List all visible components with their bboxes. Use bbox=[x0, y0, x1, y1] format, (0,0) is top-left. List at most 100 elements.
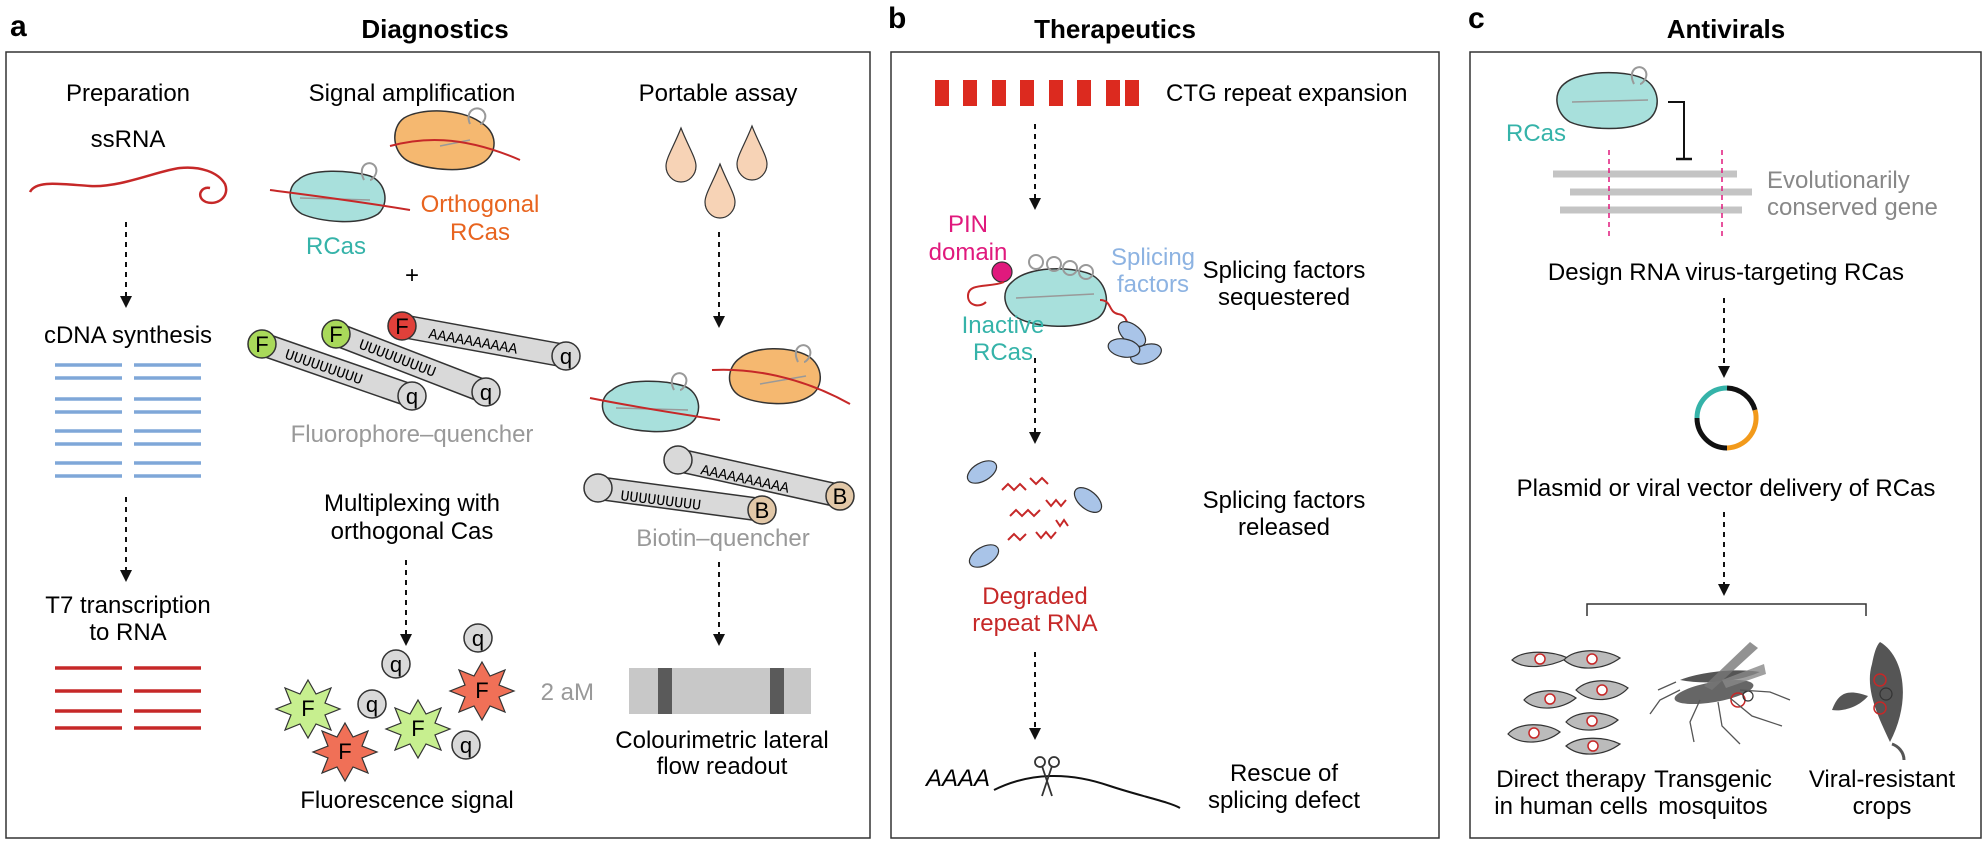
probe-c-quencher bbox=[397, 381, 427, 411]
degraded-label-2: repeat RNA bbox=[972, 610, 1097, 637]
biotin-probe-2 bbox=[583, 473, 777, 525]
inactive-label-2: RCas bbox=[973, 339, 1033, 366]
free-quencher-1 bbox=[381, 649, 411, 679]
probe-a-fluorophore bbox=[387, 311, 417, 341]
inactive-label-1: Inactive bbox=[962, 312, 1045, 339]
direct-therapy-label-1: Direct therapy bbox=[1496, 766, 1645, 793]
antiviral-rcas-label: RCas bbox=[1506, 120, 1566, 147]
human-cells-icon bbox=[1507, 650, 1629, 755]
portable-rcas-icon bbox=[589, 372, 721, 433]
rcas-label: RCas bbox=[306, 233, 366, 260]
free-quencher-3 bbox=[463, 623, 493, 653]
colourimetric-label-1: Colourimetric lateral bbox=[615, 727, 828, 754]
detection-limit-label: 2 aM bbox=[541, 679, 594, 706]
cell-nuclei bbox=[1528, 653, 1608, 752]
evolutionary-label-1: Evolutionarily bbox=[1767, 167, 1910, 194]
probe-b-q: q bbox=[480, 380, 492, 405]
probe-b-rod bbox=[324, 322, 498, 404]
conserved-gene-lines bbox=[1553, 170, 1752, 214]
evolutionary-label-2: conserved gene bbox=[1767, 194, 1938, 221]
panel-a-title: Diagnostics bbox=[361, 14, 508, 44]
plasmid-icon bbox=[1694, 385, 1759, 451]
degraded-rna-fragments bbox=[1001, 476, 1069, 542]
orthogonal-label-1: Orthogonal bbox=[421, 191, 540, 218]
green-star-1-F: F bbox=[301, 696, 314, 721]
panel-c-frame bbox=[1469, 51, 1982, 839]
crop-leaf-icon bbox=[1832, 642, 1906, 761]
rescue-label-1: Rescue of bbox=[1230, 760, 1338, 787]
probe-c-q: q bbox=[406, 384, 418, 409]
biotin-quencher-label: Biotin–quencher bbox=[636, 525, 809, 552]
fluorescence-label: Fluorescence signal bbox=[300, 787, 513, 814]
design-label: Design RNA virus-targeting RCas bbox=[1548, 259, 1904, 286]
probe-c-rod bbox=[250, 332, 424, 408]
probe-b-fluorophore bbox=[321, 319, 351, 349]
free-quencher-2 bbox=[357, 689, 387, 719]
application-bracket bbox=[1586, 603, 1867, 616]
plus-sign: + bbox=[405, 262, 419, 289]
red-star-1-F: F bbox=[475, 678, 488, 703]
probe-a-rod bbox=[390, 314, 578, 368]
inactive-rcas-complex bbox=[966, 254, 1162, 365]
rna-lines bbox=[55, 666, 201, 730]
panel-b-letter: b bbox=[888, 2, 906, 35]
red-star-1 bbox=[448, 660, 516, 722]
rcas-icon bbox=[269, 162, 411, 223]
panel-a-frame bbox=[5, 51, 871, 839]
t7-label-2: to RNA bbox=[89, 619, 166, 646]
biotin-probe-1 bbox=[663, 445, 855, 511]
probe-c-fluorophore bbox=[247, 329, 277, 359]
released-label-2: released bbox=[1238, 514, 1330, 541]
panel-c-title: Antivirals bbox=[1667, 14, 1786, 44]
probe-a-F: F bbox=[395, 314, 408, 339]
pin-label-2: domain bbox=[929, 239, 1008, 266]
signal-amp-heading: Signal amplification bbox=[309, 80, 516, 107]
sequestered-label-1: Splicing factors bbox=[1203, 257, 1366, 284]
mosquito-icon bbox=[1649, 642, 1791, 745]
portable-orthogonal-rcas-icon bbox=[711, 344, 851, 405]
free-quencher-3-q: q bbox=[472, 626, 484, 651]
panel-a-letter: a bbox=[10, 10, 27, 43]
pin-label-1: PIN bbox=[948, 211, 988, 238]
panel-b-frame bbox=[890, 51, 1440, 839]
plasmid-label: Plasmid or viral vector delivery of RCas bbox=[1517, 475, 1936, 502]
inhibition-line bbox=[1668, 101, 1685, 159]
cdna-lines bbox=[55, 363, 201, 478]
green-star-1 bbox=[274, 678, 342, 740]
rescue-label-2: splicing defect bbox=[1208, 787, 1360, 814]
biotin-probe-1-B: B bbox=[833, 484, 848, 509]
transgenic-label-1: Transgenic bbox=[1654, 766, 1772, 793]
ssrna-strand bbox=[28, 166, 228, 205]
free-quencher-4-q: q bbox=[460, 733, 472, 758]
rescued-transcript bbox=[993, 775, 1181, 809]
resistant-label-2: crops bbox=[1853, 793, 1912, 820]
green-star-2-F: F bbox=[411, 716, 424, 741]
sequestered-label-2: sequestered bbox=[1218, 284, 1350, 311]
orthogonal-rcas-icon bbox=[389, 107, 521, 171]
biotin-probe-2-B: B bbox=[755, 498, 770, 523]
colourimetric-label-2: flow readout bbox=[657, 753, 788, 780]
direct-therapy-label-2: in human cells bbox=[1494, 793, 1647, 820]
cdna-label: cDNA synthesis bbox=[44, 322, 212, 349]
polya-label: AAAA bbox=[924, 765, 990, 792]
multiplex-label-1: Multiplexing with bbox=[324, 490, 500, 517]
free-quencher-2-q: q bbox=[366, 692, 378, 717]
fluorophore-quencher-label: Fluorophore–quencher bbox=[291, 421, 534, 448]
free-quencher-1-q: q bbox=[390, 652, 402, 677]
probe-c-F: F bbox=[255, 332, 268, 357]
splicing-label-1: Splicing bbox=[1111, 244, 1195, 271]
portable-heading: Portable assay bbox=[639, 80, 798, 107]
free-quencher-4 bbox=[451, 730, 481, 760]
ssrna-label: ssRNA bbox=[91, 126, 166, 153]
preparation-heading: Preparation bbox=[66, 80, 190, 107]
red-star-2 bbox=[311, 721, 379, 783]
panel-b-title: Therapeutics bbox=[1034, 14, 1196, 44]
probe-b-F: F bbox=[329, 322, 342, 347]
t7-label-1: T7 transcription bbox=[45, 592, 210, 619]
green-star-2 bbox=[384, 698, 452, 760]
scissors-icon bbox=[1034, 756, 1060, 797]
probe-a-q: q bbox=[560, 344, 572, 369]
red-star-2-F: F bbox=[338, 739, 351, 764]
ctg-label: CTG repeat expansion bbox=[1166, 80, 1407, 107]
